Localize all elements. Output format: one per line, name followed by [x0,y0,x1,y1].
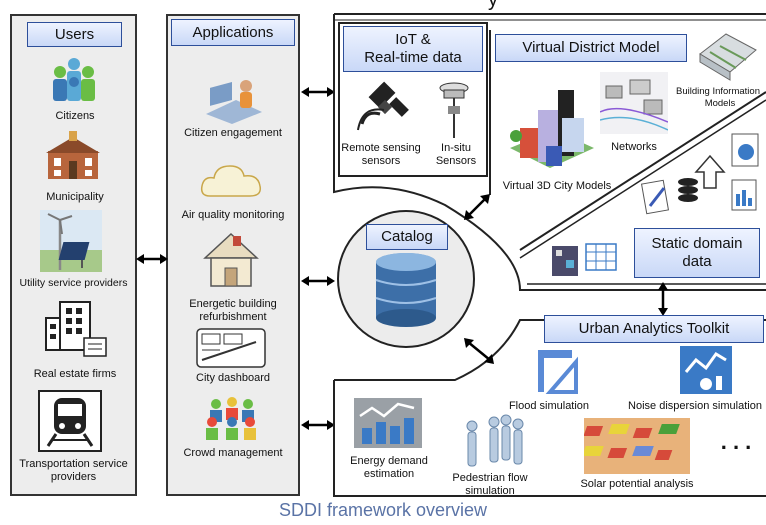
dashboard-icon [196,328,266,368]
citizens-icon [53,58,95,101]
catalog-iot-arrow [464,194,490,220]
real-estate-icon [45,301,107,357]
applications-title: Applications [171,19,295,46]
cloud-icon [200,165,262,197]
media-table-icons [552,243,617,276]
iot-title-line1: IoT & [395,31,431,48]
solar-icon [584,418,690,474]
apps-catalog-arrow [301,276,335,286]
municipality-label: Municipality [46,191,104,203]
cropped-title-fragment: y [488,0,498,11]
remote-sensing-label-line2: sensors [361,155,401,167]
citizen-engagement-label: Citizen engagement [184,127,282,139]
city-dashboard-label: City dashboard [196,372,270,384]
catalog-toolkit-arrow [464,338,494,364]
crowd-management-label: Crowd management [183,447,283,459]
networks-icon [600,72,668,134]
transportation-label: Transportation service [19,458,128,470]
satellite-icon [357,81,409,131]
noise-icon [680,346,732,394]
apps-toolkit-arrow [301,420,335,430]
utility-label: Utility service providers [19,277,128,289]
insitu-label: In-situ [441,142,471,154]
transportation-label-line2: providers [50,471,97,483]
energy-label: Energy demand [350,455,428,467]
crowd-icon [206,397,256,440]
noise-label: Noise dispersion simulation [628,400,762,412]
engagement-icon [206,80,262,124]
energetic-label: Energetic building [189,298,277,310]
pedestrian-label-line2: simulation [465,485,515,497]
municipality-icon [46,131,100,179]
toolkit-title: Urban Analytics Toolkit [544,315,764,343]
energy-icon [354,398,422,448]
house-icon [203,232,259,287]
remote-sensing-label: Remote sensing [341,142,421,154]
networks-label: Networks [611,141,657,153]
pedestrian-icon [466,414,524,467]
bim-label-line2: Models [704,98,736,109]
apps-iot-arrow [301,87,335,97]
insitu-label-line2: Sensors [435,155,477,167]
static-data-icons [640,133,759,215]
users-apps-arrow [136,254,168,264]
bim-label: Building Information [676,86,760,97]
figure-caption: SDDI framework overview [278,500,488,520]
pedestrian-label: Pedestrian flow [452,472,528,484]
energy-label-line2: estimation [363,468,415,480]
bim-icon [699,33,757,81]
static-toolkit-arrow [658,282,668,316]
static-data-title: Static domain data [634,228,760,278]
city-3d-icon [510,90,594,168]
city-3d-label: Virtual 3D City Models [502,180,612,192]
insitu-sensor-icon [439,82,469,138]
static-data-title-line2: data [682,253,712,270]
more-ellipsis: . . . [720,429,752,454]
users-title: Users [27,22,122,47]
air-quality-label: Air quality monitoring [181,209,285,221]
iot-title: IoT & Real-time data [343,26,483,72]
solar-label: Solar potential analysis [580,478,694,490]
flood-icon [538,350,578,394]
flood-label: Flood simulation [508,400,590,412]
train-icon [38,390,102,452]
iot-title-line2: Real-time data [364,49,462,66]
utility-icon [40,210,102,272]
citizens-label: Citizens [55,110,95,122]
energetic-label-line2: refurbishment [199,311,267,323]
catalog-title: Catalog [366,224,448,250]
vdm-title: Virtual District Model [495,34,687,62]
real-estate-label: Real estate firms [33,368,117,380]
static-data-title-line1: Static domain [651,235,743,252]
